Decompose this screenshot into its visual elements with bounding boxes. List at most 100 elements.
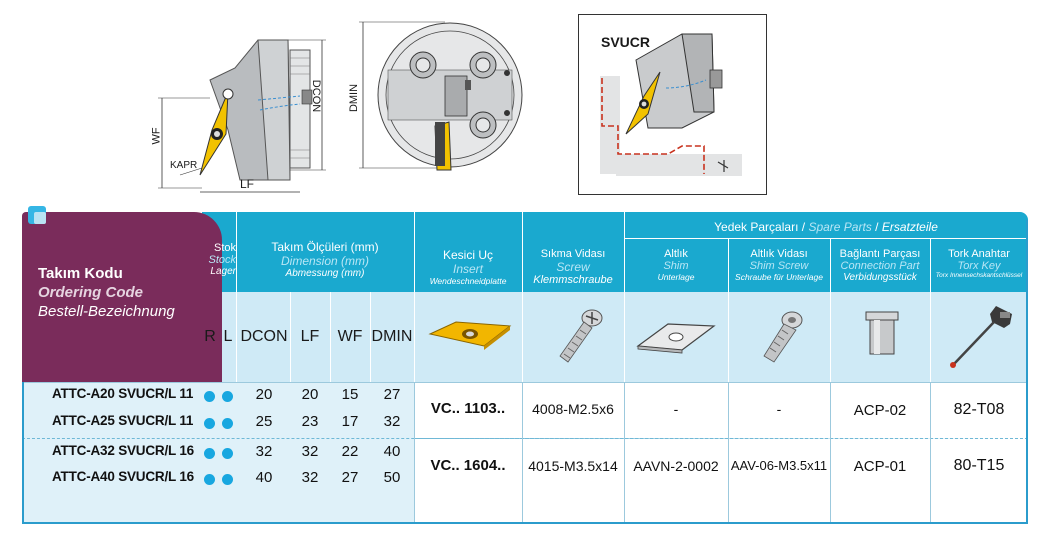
spare-parts-header: Yedek Parçaları / Spare Parts / Ersatzte… xyxy=(624,220,1028,234)
row-dmin: 50 xyxy=(383,469,401,486)
shim-screw-en: Shim Screw xyxy=(749,260,809,272)
divider xyxy=(624,238,1028,239)
group1-torx: 82-T08 xyxy=(953,401,1005,418)
row-dcon: 25 xyxy=(255,413,273,430)
dim-lf-label: LF xyxy=(240,177,255,191)
spare-sep: / xyxy=(875,220,879,234)
torx-header: Tork Anahtar Torx Key Torx Innensechskan… xyxy=(930,248,1028,279)
row-code: ATTC-A32 SVUCR/L 16 xyxy=(52,443,194,458)
rows-bg-left xyxy=(22,382,414,522)
group2-shim-screw: AAV-06-M3.5x11 xyxy=(730,458,828,473)
stock-r-dot xyxy=(204,418,215,429)
shim-screw-icon xyxy=(763,311,803,363)
shim-icon xyxy=(636,323,716,354)
row-dcon: 32 xyxy=(255,443,273,460)
stock-de: Lager xyxy=(210,266,236,277)
torx-de: Torx Innensechskantschlüssel xyxy=(935,272,1023,279)
ordering-code-label: Takım Kodu Ordering Code Bestell-Bezeich… xyxy=(38,264,175,321)
dimension-en: Dimension (mm) xyxy=(280,254,369,268)
insert-header: Kesici Uç Insert Wendeschneidplatte xyxy=(414,248,522,286)
col-wf: WF xyxy=(337,328,363,345)
header-band xyxy=(202,212,1028,292)
row-code: ATTC-A25 SVUCR/L 11 xyxy=(52,413,194,428)
screw-icon xyxy=(559,309,603,363)
row-dmin: 32 xyxy=(383,413,401,430)
divider xyxy=(830,238,831,382)
screw-header: Sıkma Vidası Screw Klemmschraube xyxy=(522,248,624,286)
screw-de: Klemmschraube xyxy=(533,274,613,286)
svucr-label: SVUCR xyxy=(601,34,651,50)
divider xyxy=(728,238,729,382)
stock-r-dot xyxy=(204,391,215,402)
row-dcon: 20 xyxy=(255,386,273,403)
screw-tr: Sıkma Vidası xyxy=(540,248,606,260)
group2-connection: ACP-01 xyxy=(853,458,907,475)
spare-en: Spare Parts xyxy=(808,220,872,234)
group2-insert: VC.. 1604.. xyxy=(430,457,506,474)
col-dcon: DCON xyxy=(240,328,288,345)
torx-en: Torx Key xyxy=(957,260,1001,272)
shim-screw-de: Schraube für Unterlage xyxy=(735,272,823,282)
divider xyxy=(930,238,931,382)
group2-screw: 4015-M3.5x14 xyxy=(528,458,618,474)
divider xyxy=(930,382,931,522)
header-bottom-line xyxy=(22,382,1028,383)
dimension-tr: Takım Ölçüleri (mm) xyxy=(271,240,379,254)
insert-icon xyxy=(428,321,512,350)
row-dcon: 40 xyxy=(255,469,273,486)
shim-header: Altlık Shim Unterlage xyxy=(624,248,728,282)
shim-en: Shim xyxy=(663,260,689,272)
insert-tr: Kesici Uç xyxy=(442,248,493,262)
tool-side-view-drawing xyxy=(140,10,340,200)
divider xyxy=(624,382,625,522)
spare-sep: / xyxy=(801,220,806,234)
connection-en: Connection Part xyxy=(840,260,920,272)
row-lf: 23 xyxy=(301,413,319,430)
shim-de: Unterlage xyxy=(657,272,695,282)
svucr-diagram xyxy=(578,14,768,196)
row-code: ATTC-A20 SVUCR/L 11 xyxy=(52,386,194,401)
ordering-tr: Takım Kodu xyxy=(38,265,123,282)
connection-header: Bağlantı Parçası Connection Part Verbidu… xyxy=(830,248,930,283)
right-border xyxy=(1026,220,1028,522)
stock-r-dot xyxy=(204,448,215,459)
insert-de: Wendeschneidplatte xyxy=(429,276,507,286)
dimension-header: Takım Ölçüleri (mm) Dimension (mm) Abmes… xyxy=(236,240,414,279)
group2-shim: AAVN-2-0002 xyxy=(633,458,719,474)
divider xyxy=(522,382,523,522)
row-lf: 20 xyxy=(301,386,319,403)
spare-de: Ersatzteile xyxy=(881,220,938,234)
dim-wf-label: WF xyxy=(150,127,163,145)
row-wf: 27 xyxy=(341,469,359,486)
dim-kapr-label: KAPR xyxy=(170,160,198,171)
divider xyxy=(414,212,415,382)
torx-tr: Tork Anahtar xyxy=(948,248,1010,260)
divider xyxy=(830,382,831,522)
shim-tr: Altlık xyxy=(664,248,688,260)
row-wf: 17 xyxy=(341,413,359,430)
group1-connection: ACP-02 xyxy=(853,402,907,419)
stock-l-dot xyxy=(222,418,233,429)
divider xyxy=(330,292,331,382)
row-wf: 15 xyxy=(341,386,359,403)
product-table: Takım Kodu Ordering Code Bestell-Bezeich… xyxy=(22,206,1028,524)
connection-de: Verbidungsstück xyxy=(843,272,917,283)
group1-shim: - xyxy=(673,401,679,417)
group1-shim-screw: - xyxy=(776,401,782,417)
stock-tr: Stok xyxy=(213,242,236,254)
stock-l-dot xyxy=(222,448,233,459)
corner-square-inner xyxy=(34,212,46,224)
col-dmin: DMIN xyxy=(371,328,413,345)
stock-en: Stock xyxy=(208,254,236,266)
dim-dmin-label: DMIN xyxy=(348,83,361,113)
torx-key-icon xyxy=(950,306,1012,368)
row-lf: 32 xyxy=(301,443,319,460)
dim-dcon-label: DCON xyxy=(310,79,323,113)
divider xyxy=(624,212,625,382)
dimension-de: Abmessung (mm) xyxy=(285,268,365,279)
divider xyxy=(522,212,523,382)
tool-front-view-drawing xyxy=(355,18,530,178)
row-code: ATTC-A40 SVUCR/L 16 xyxy=(52,469,194,484)
insert-en: Insert xyxy=(452,262,483,276)
bottom-border xyxy=(22,522,1028,524)
